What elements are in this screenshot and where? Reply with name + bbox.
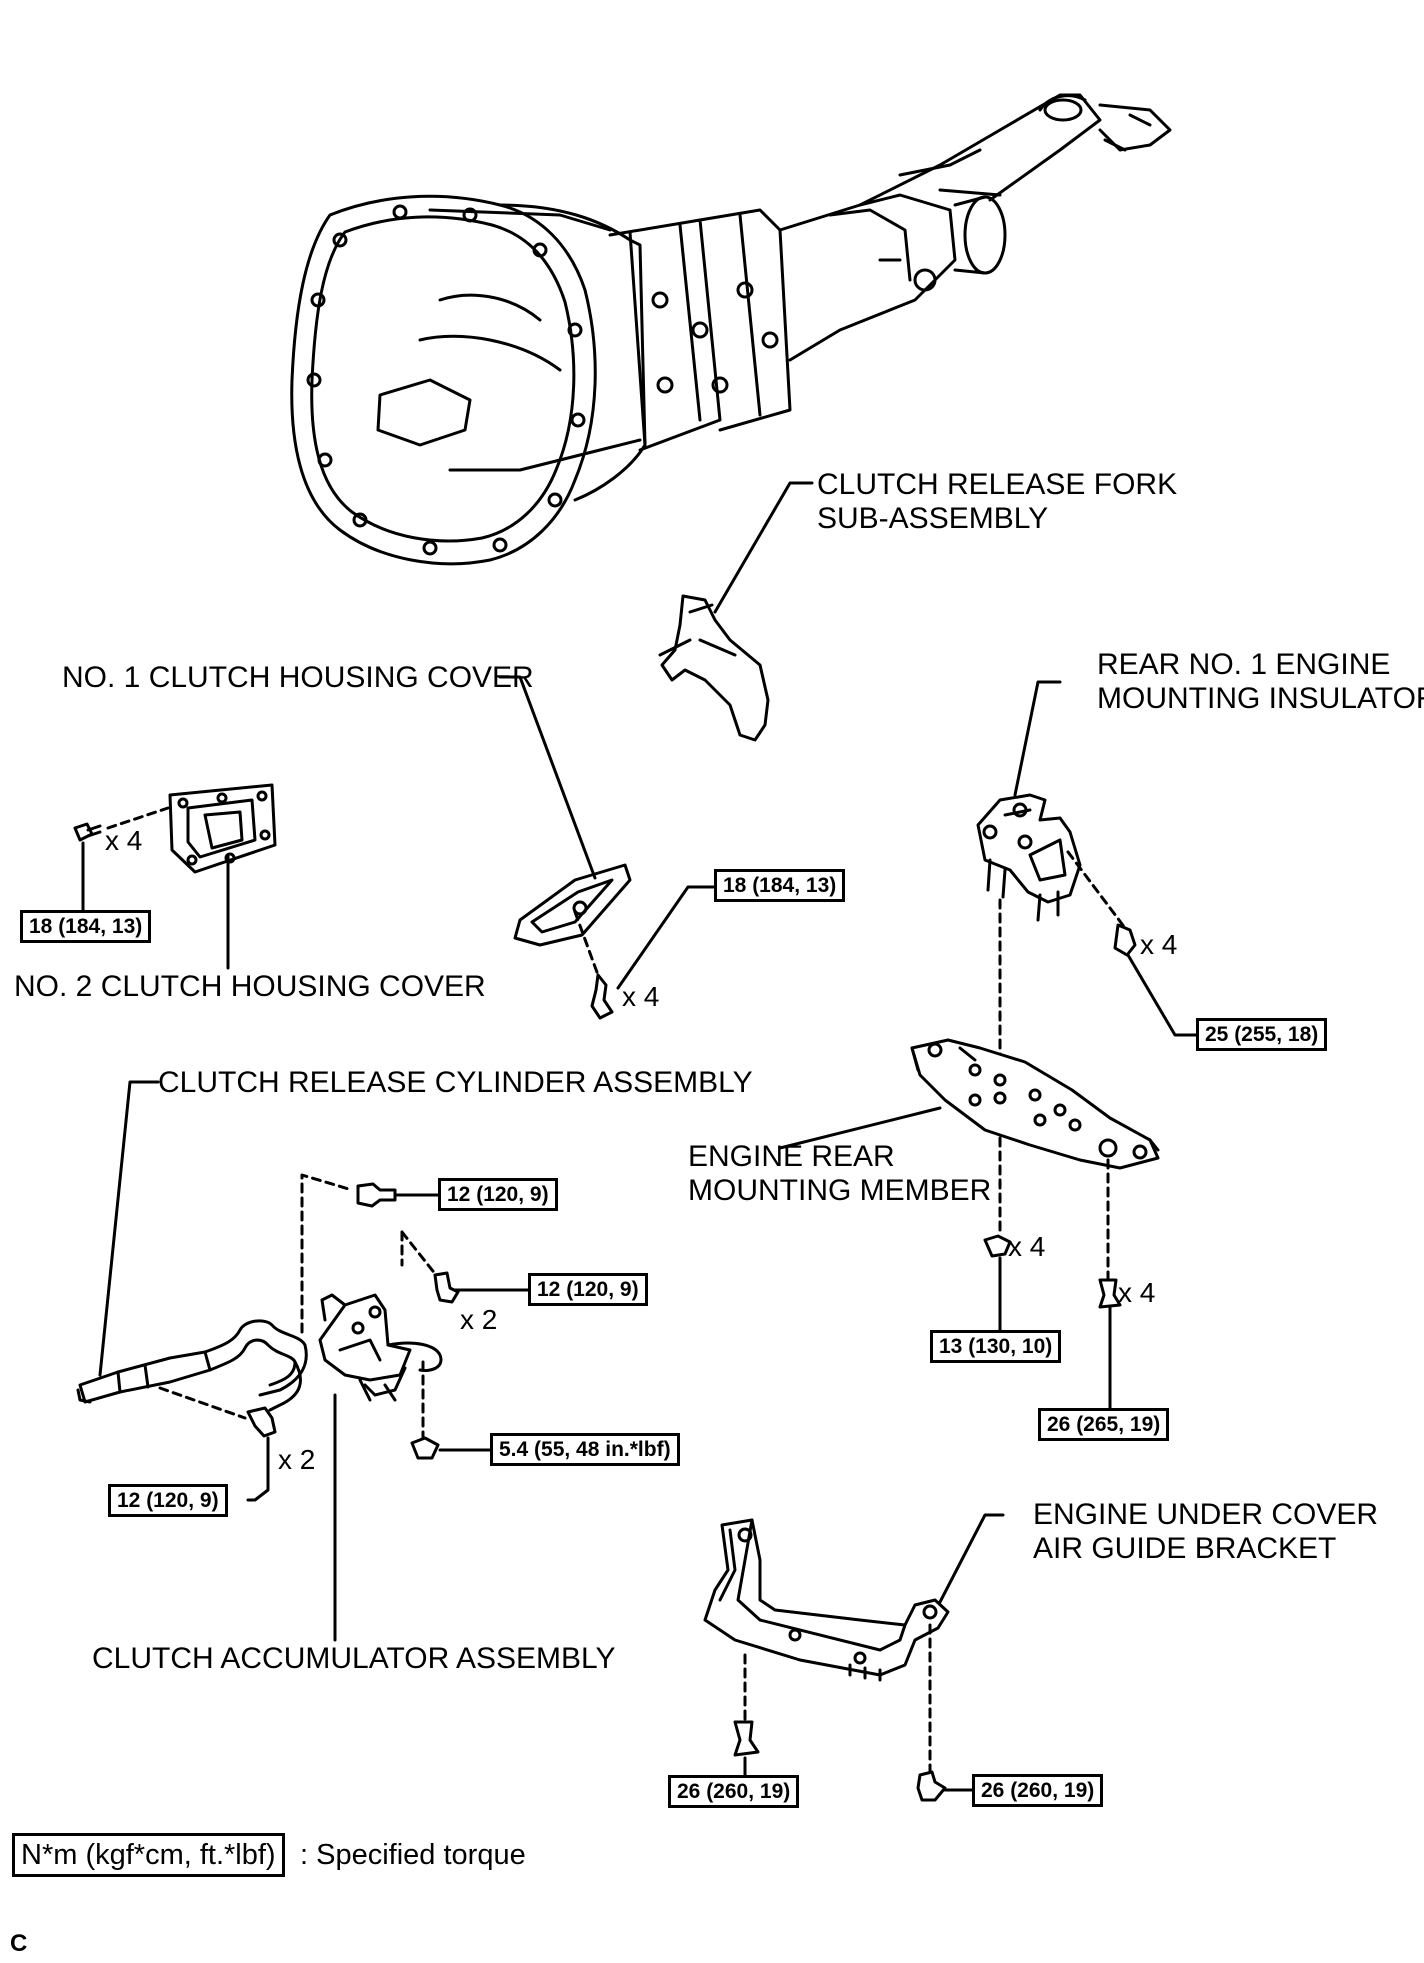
legend-text: : Specified torque <box>300 1839 526 1871</box>
bolt-bracket-right <box>916 1770 947 1802</box>
torque-cover2-bolt: 18 (184, 13) <box>20 910 152 943</box>
torque-cyl-nut: 5.4 (55, 48 in.*lbf) <box>490 1433 680 1466</box>
label-rear-member-line2: MOUNTING MEMBER <box>688 1174 992 1207</box>
corner-code: C <box>10 1930 28 1957</box>
qty-cyl-mid: x 2 <box>460 1304 498 1335</box>
torque-member-nut: 13 (130, 10) <box>930 1330 1062 1363</box>
rear-insulator-drawing <box>976 793 1082 922</box>
qty-cover1: x 4 <box>622 981 660 1012</box>
torque-cover1-bolt: 18 (184, 13) <box>714 869 846 902</box>
qty-cyl-low: x 2 <box>278 1444 316 1475</box>
bolt-insulator <box>1113 923 1137 957</box>
bolt-cyl-mid <box>433 1271 460 1304</box>
accumulator-drawing <box>318 1293 443 1402</box>
torque-cyl-bolt-low: 12 (120, 9) <box>108 1484 228 1517</box>
torque-bracket-bolt-right: 26 (260, 19) <box>972 1774 1104 1807</box>
housing-cover-1-drawing <box>513 863 632 947</box>
label-rear-member-line1: ENGINE REAR <box>688 1140 895 1173</box>
torque-insulator-bolt: 25 (255, 18) <box>1196 1018 1328 1051</box>
label-release-cylinder: CLUTCH RELEASE CYLINDER ASSEMBLY <box>158 1066 753 1099</box>
qty-member-bolt: x 4 <box>1118 1277 1156 1308</box>
nut-cyl <box>410 1436 440 1460</box>
bolt-member <box>1098 1278 1122 1309</box>
torque-cyl-bolt-mid: 12 (120, 9) <box>528 1273 648 1306</box>
bolt-cyl-low <box>246 1406 277 1438</box>
label-rear-insulator-line1: REAR NO. 1 ENGINE <box>1097 648 1391 681</box>
label-air-guide-bracket-line2: AIR GUIDE BRACKET <box>1033 1532 1337 1565</box>
label-air-guide-bracket-line1: ENGINE UNDER COVER <box>1033 1498 1379 1531</box>
rear-member-drawing <box>910 1038 1160 1170</box>
label-release-fork-line2: SUB-ASSEMBLY <box>817 502 1049 535</box>
bolt-cover1 <box>590 973 614 1020</box>
housing-cover-2-drawing <box>168 783 277 874</box>
torque-bracket-bolt-left: 26 (260, 19) <box>668 1775 800 1808</box>
label-rear-insulator-line2: MOUNTING INSULATOR <box>1097 682 1424 715</box>
torque-cyl-bolt-top: 12 (120, 9) <box>438 1178 558 1211</box>
bolt-cover2 <box>73 822 102 842</box>
label-accumulator: CLUTCH ACCUMULATOR ASSEMBLY <box>92 1642 616 1675</box>
qty-member-nut: x 4 <box>1008 1231 1046 1262</box>
legend-torque-box: N*m (kgf*cm, ft.*lbf) <box>12 1833 285 1877</box>
transmission-drawing <box>290 93 1172 566</box>
qty-cover2: x 4 <box>105 825 143 856</box>
release-cylinder-drawing <box>76 1319 308 1412</box>
release-fork-drawing <box>658 594 770 742</box>
bolt-cyl-top <box>356 1182 397 1208</box>
air-guide-bracket-drawing <box>703 1518 950 1682</box>
qty-insulator: x 4 <box>1140 929 1178 960</box>
label-housing-cover-1: NO. 1 CLUTCH HOUSING COVER <box>62 661 534 694</box>
bolt-bracket-left <box>733 1720 760 1757</box>
label-housing-cover-2: NO. 2 CLUTCH HOUSING COVER <box>14 970 486 1003</box>
nut-member <box>983 1234 1012 1258</box>
label-release-fork-line1: CLUTCH RELEASE FORK <box>817 468 1178 501</box>
torque-member-bolt: 26 (265, 19) <box>1038 1408 1170 1441</box>
